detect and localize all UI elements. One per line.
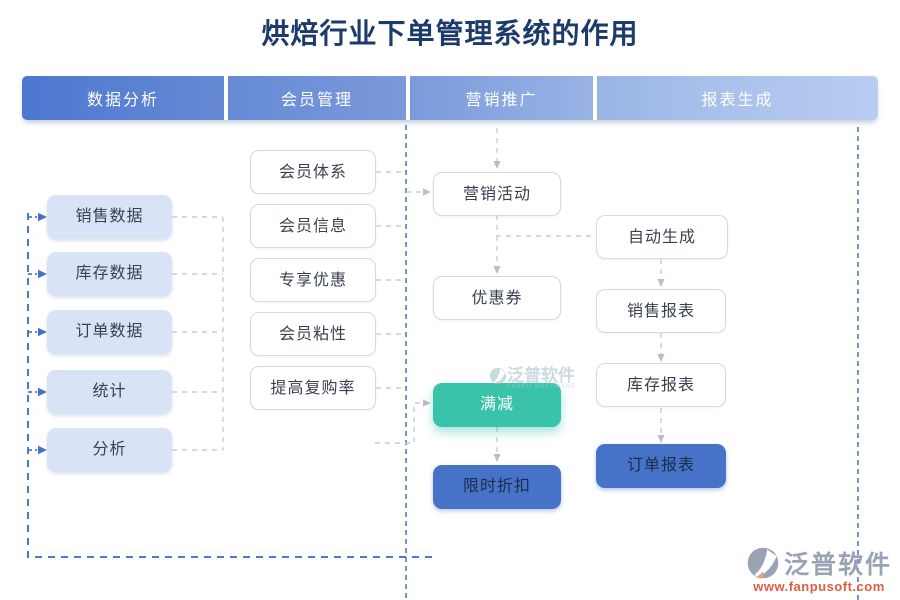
header-data-analysis: 数据分析 (86, 92, 159, 109)
watermark-sub: FANPU SOFTWARE (507, 384, 577, 390)
watermark-logo-icon (489, 367, 507, 385)
node-inventory-data: 库存数据 (47, 252, 172, 296)
header-divider (593, 76, 597, 120)
watermark-brand: 泛普软件 (507, 366, 575, 385)
header-report-generation: 报表生成 (701, 92, 774, 109)
page-title: 烘焙行业下单管理系统的作用 (261, 19, 639, 50)
watermark: 泛普软件 FANPU SOFTWARE (489, 367, 576, 390)
brand-logo-icon (747, 547, 779, 579)
header-member-management: 会员管理 (280, 92, 353, 109)
node-member-system: 会员体系 (250, 150, 376, 194)
node-auto-generate: 自动生成 (596, 215, 728, 259)
node-order-data: 订单数据 (47, 310, 172, 354)
header-marketing-promotion: 营销推广 (465, 92, 538, 109)
header-row: 数据分析 会员管理 营销推广 报表生成 (22, 76, 878, 120)
node-sales-report: 销售报表 (596, 289, 726, 333)
brand-url: www.fanpusoft.com (753, 579, 885, 594)
node-statistics: 统计 (47, 370, 172, 414)
node-sales-data: 销售数据 (47, 195, 172, 239)
node-coupon: 优惠券 (433, 276, 561, 320)
node-order-report: 订单报表 (596, 444, 726, 488)
node-member-stickiness: 会员粘性 (250, 312, 376, 356)
node-inventory-report: 库存报表 (596, 363, 726, 407)
brand-name: 泛普软件 (784, 551, 893, 579)
node-full-reduction: 满减 (433, 383, 561, 427)
node-repurchase-rate: 提高复购率 (250, 366, 376, 410)
node-exclusive-offer: 专享优惠 (250, 258, 376, 302)
brand-logo: 泛普软件 www.fanpusoft.com (746, 545, 892, 594)
header-divider (224, 76, 228, 120)
node-marketing-activity: 营销活动 (433, 172, 561, 216)
node-time-limited-discount: 限时折扣 (433, 465, 561, 509)
header-divider (406, 76, 410, 120)
node-member-info: 会员信息 (250, 204, 376, 248)
node-analysis: 分析 (47, 428, 172, 472)
